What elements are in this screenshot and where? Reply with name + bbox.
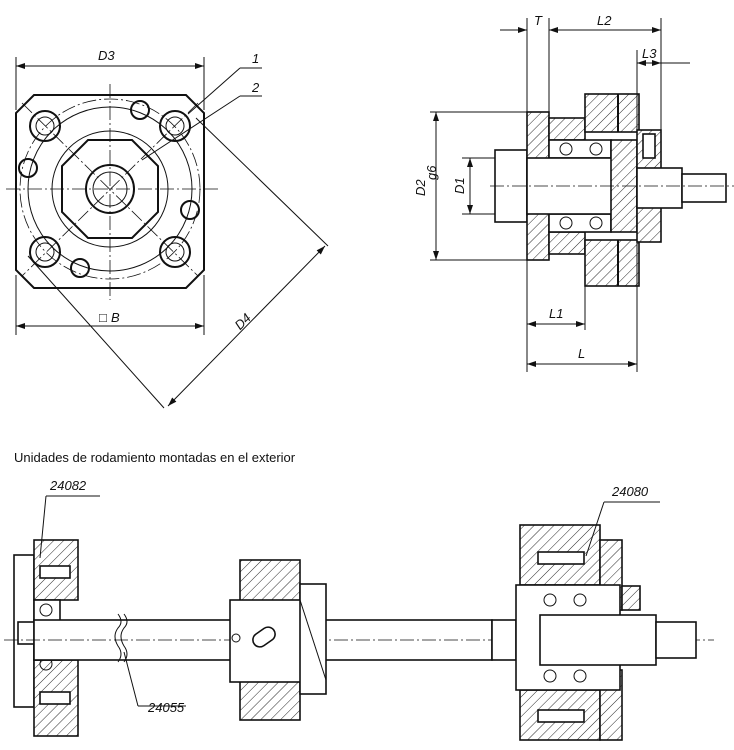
dim-b-symbol: □: [99, 310, 107, 325]
dim-l2-label: L2: [597, 13, 612, 28]
dim-l1-label: L1: [549, 306, 563, 321]
hub-octagon: [61, 139, 159, 239]
dim-b-label: B: [111, 310, 120, 325]
caption: Unidades de rodamiento montadas en el ex…: [14, 450, 296, 465]
dim-d3-label: D3: [98, 48, 115, 63]
assembly-view: 24082 24080 24055: [4, 478, 714, 741]
screw-hole: [18, 158, 38, 178]
dim-d4-label: D4: [232, 310, 254, 332]
screw-hole: [130, 100, 150, 120]
callout-1: 1: [252, 51, 259, 66]
side-view: T L2 L3 D2 g6 D1 L1 L: [413, 13, 734, 372]
screw-hole: [70, 258, 90, 278]
front-view: D3 □ B D4 1 2: [6, 48, 329, 409]
callout-2: 2: [251, 80, 260, 95]
bolt-hole-top-right: [159, 110, 191, 142]
part-right-label: 24080: [611, 484, 649, 499]
dim-l-label: L: [578, 346, 585, 361]
dim-t-label: T: [534, 13, 543, 28]
bolt-hole-bottom-left: [29, 236, 61, 268]
part-left-label: 24082: [49, 478, 87, 493]
part-shaft-label: 24055: [147, 700, 185, 715]
bolt-hole-bottom-right: [159, 236, 191, 268]
dim-d2-label: D2: [413, 179, 428, 196]
dim-l3-label: L3: [642, 46, 657, 61]
bolt-hole-top-left: [29, 110, 61, 142]
dim-d2-tolerance: g6: [424, 165, 439, 180]
screw-hole: [180, 200, 200, 220]
dim-d1-label: D1: [452, 177, 467, 194]
